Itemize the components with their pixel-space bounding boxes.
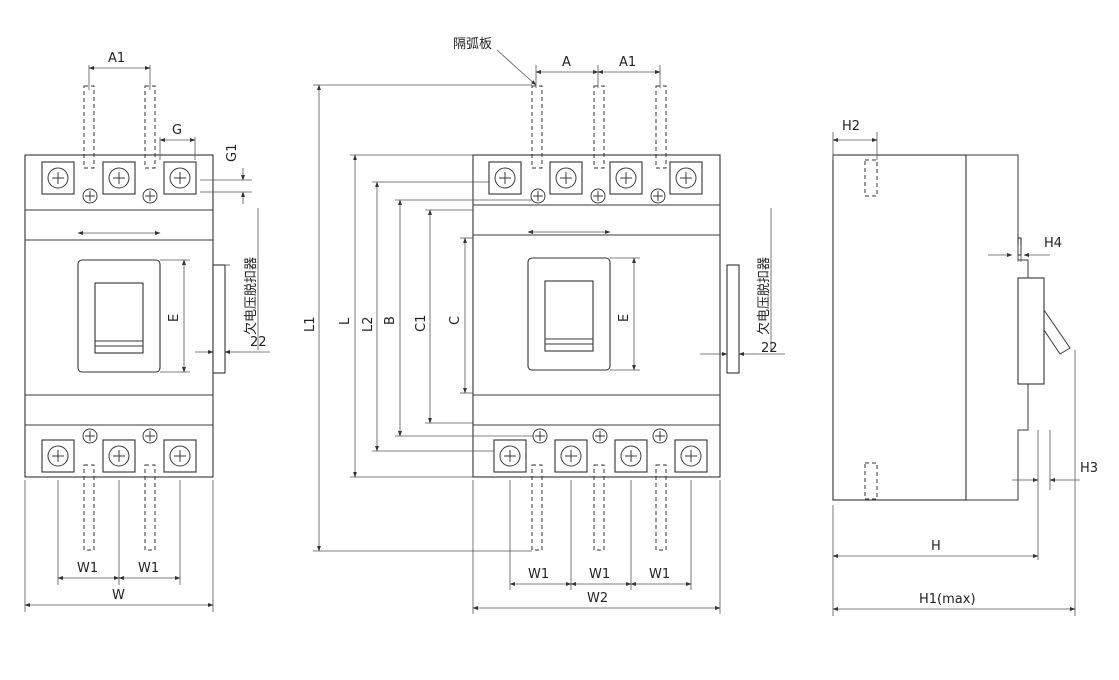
dim-e-label: E [617,314,632,322]
undervoltage-release-label: 欠电压脱扣器 [243,257,259,335]
dim-w-label: W [112,588,125,603]
arc-barrier-label: 隔弧板 [453,37,492,52]
dim-a1-label: A1 [108,51,125,66]
dim-22-label: 22 [250,335,267,350]
dim-g-label: G [172,123,182,138]
dim-w1-label: W1 [589,567,610,582]
dim-c1-label: C1 [414,315,429,332]
dim-w2-label: W2 [587,591,608,606]
top-terminals [41,161,197,204]
bottom-terminals [41,428,197,473]
dim-w1-label: W1 [649,567,670,582]
side-view: H2 H4 H3 H H1(max) [832,119,1098,616]
dim-22-label: 22 [761,341,778,356]
undervoltage-release-label: 欠电压脱扣器 [756,257,772,335]
dim-a-label: A [562,55,571,70]
dim-l1-label: L1 [303,316,318,332]
dim-a1-label: A1 [619,55,636,70]
top-terminals [488,161,703,204]
dim-h3-label: H3 [1080,461,1098,476]
dim-c-label: C [448,316,463,325]
dim-w1-label: W1 [138,561,159,576]
bottom-terminals [493,428,708,473]
dim-l2-label: L2 [361,316,376,332]
dim-h-label: H [931,539,941,554]
front-view-3pole: A1 G G1 E 22 欠电压脱扣器 W1 W1 W [24,51,270,612]
front-view-4pole: 隔弧板 A A1 L1 L L2 B C1 C E 22 欠电压脱扣器 W1 W… [303,37,785,614]
dim-l-label: L [338,317,353,325]
dim-b-label: B [383,316,398,325]
dim-h2-label: H2 [842,119,860,134]
dim-w1-label: W1 [528,567,549,582]
dim-e-label: E [167,314,182,322]
dim-h4-label: H4 [1044,236,1062,251]
dim-h1-label: H1(max) [919,592,976,607]
dim-g1-label: G1 [225,144,240,162]
dim-w1-label: W1 [77,561,98,576]
